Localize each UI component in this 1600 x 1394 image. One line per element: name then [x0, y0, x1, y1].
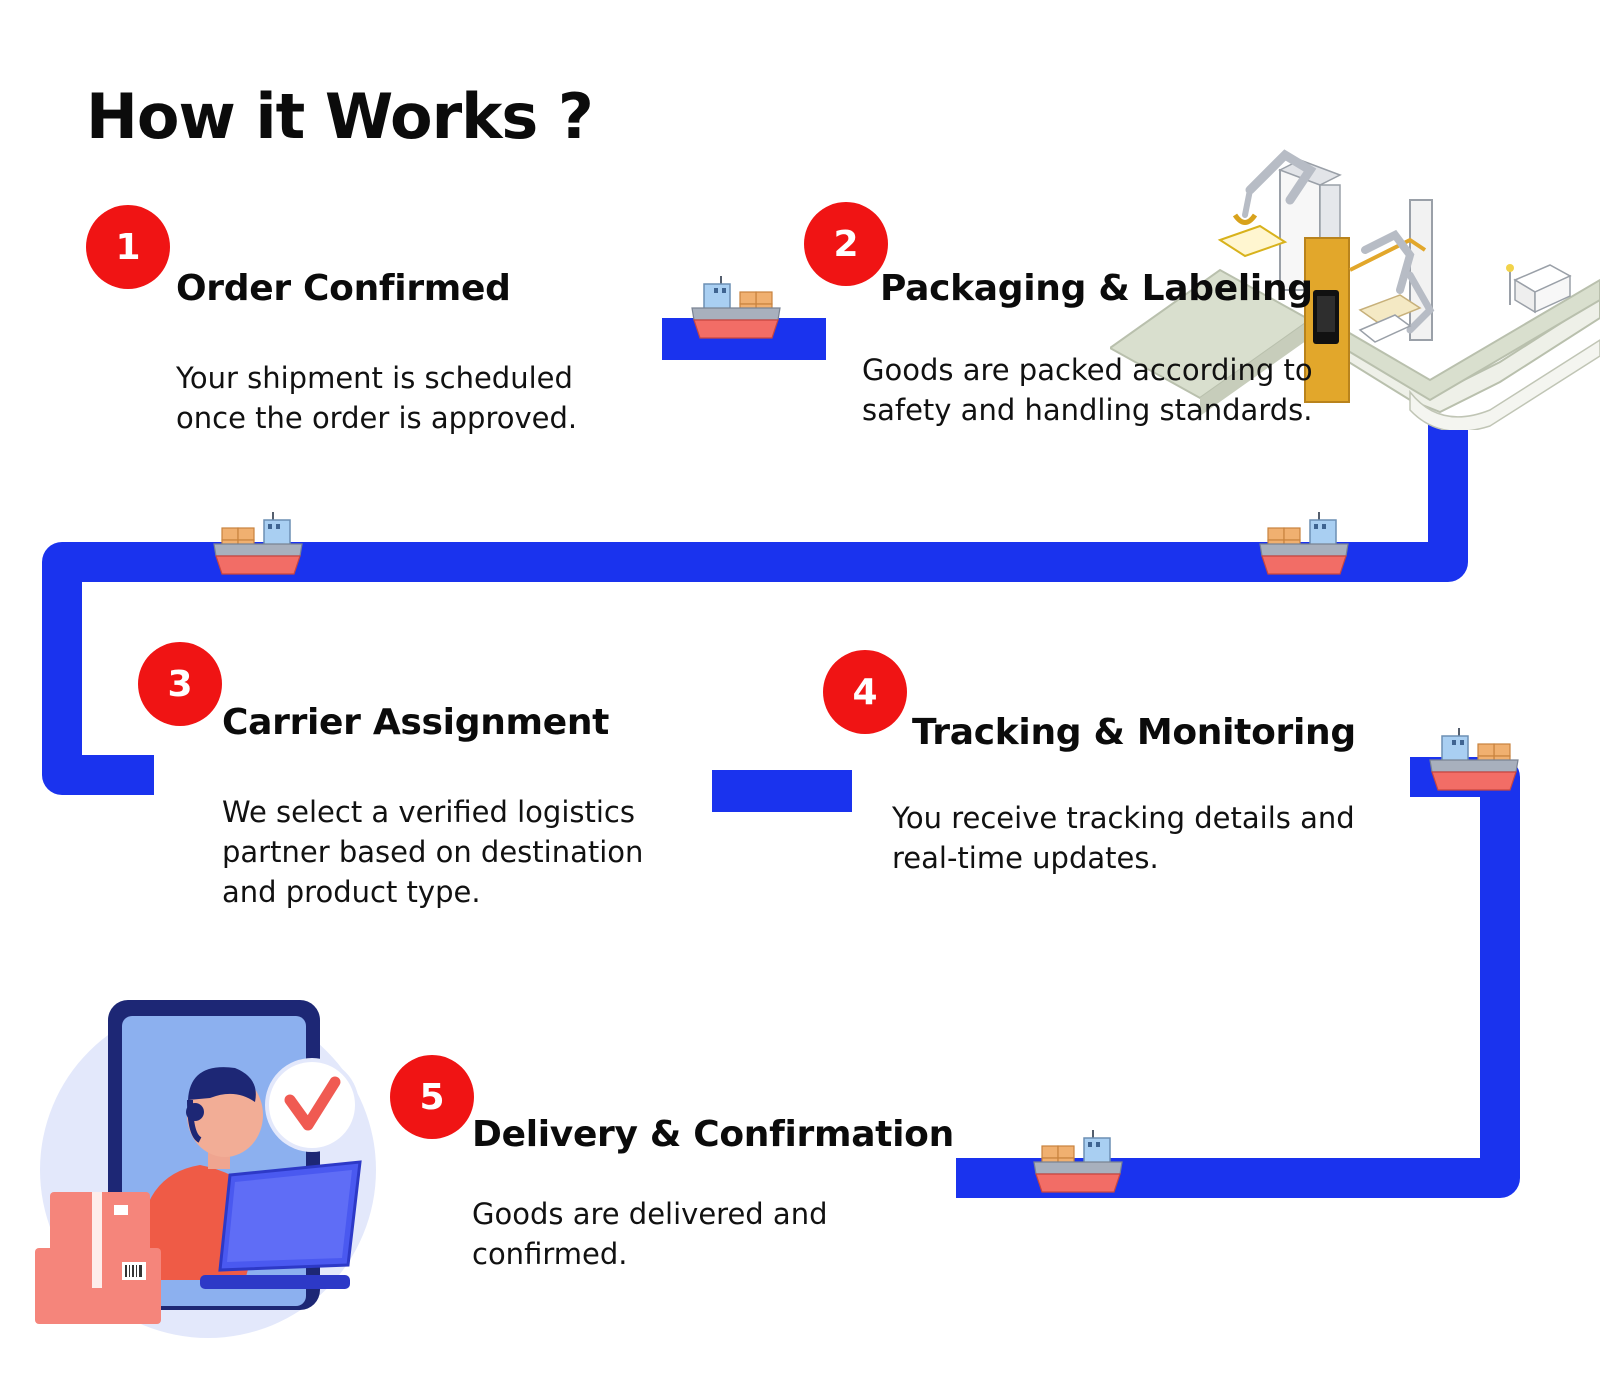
cargo-ship-icon	[1258, 506, 1350, 578]
step-3-title: Carrier Assignment	[222, 702, 610, 743]
step-1-badge: 1	[86, 205, 170, 289]
step-2-title: Packaging & Labeling	[880, 268, 1313, 309]
step-4-description: You receive tracking details and real-ti…	[892, 801, 1355, 875]
step-4-title: Tracking & Monitoring	[912, 712, 1356, 753]
step-2-description: Goods are packed according to safety and…	[862, 353, 1313, 427]
cargo-ship-icon	[1032, 1124, 1124, 1196]
step-2-badge: 2	[804, 202, 888, 286]
step-1-title: Order Confirmed	[176, 268, 511, 309]
step-5-badge: 5	[390, 1055, 474, 1139]
step-5-description: Goods are delivered and confirmed.	[472, 1197, 828, 1271]
step-3-description: We select a verified logistics partner b…	[222, 795, 644, 909]
support-agent-illustration	[35, 1000, 376, 1338]
page-title: How it Works ?	[86, 80, 594, 153]
cargo-ship-icon	[1428, 722, 1520, 794]
step-5-title: Delivery & Confirmation	[472, 1114, 954, 1155]
cargo-ship-icon	[690, 270, 782, 342]
route-water-block-2	[712, 770, 852, 812]
step-4-badge: 4	[823, 650, 907, 734]
factory-illustration	[1110, 149, 1600, 430]
step-1-description: Your shipment is scheduled once the orde…	[176, 361, 578, 435]
route-segment-main	[42, 422, 1468, 795]
step-3-badge: 3	[138, 642, 222, 726]
cargo-ship-icon	[212, 506, 304, 578]
